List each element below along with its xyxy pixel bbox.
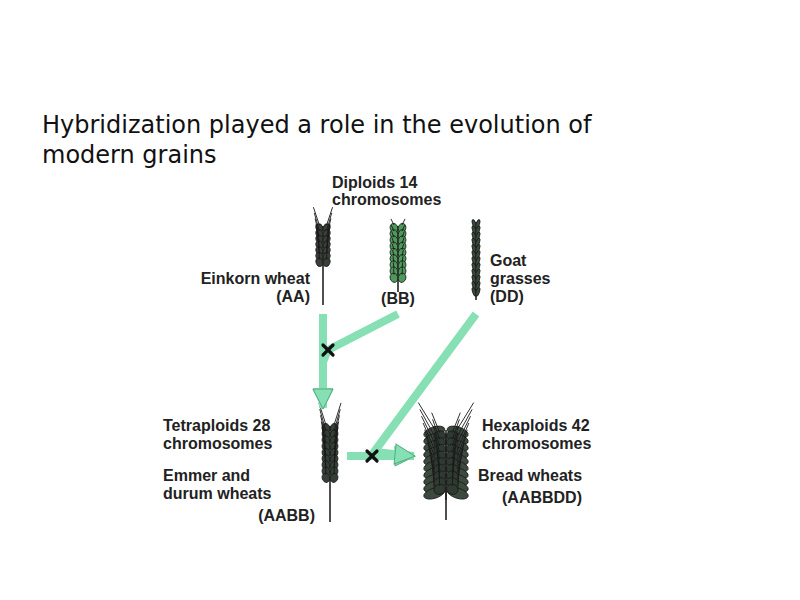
species-node: Tetraploids 28 chromosomesEmmer and duru…: [160, 405, 345, 525]
awn: [402, 244, 404, 250]
awn: [433, 426, 439, 446]
wheat-ear: [313, 207, 332, 305]
awn: [402, 238, 404, 244]
genome-label: (DD): [490, 288, 575, 306]
wheat-ear: [471, 219, 481, 300]
awn: [452, 419, 459, 439]
awn: [452, 426, 458, 446]
awn: [438, 466, 440, 486]
awn: [402, 262, 404, 268]
genome-label: (AABB): [163, 507, 315, 525]
awn: [458, 437, 466, 463]
cross-symbol: [367, 451, 377, 461]
awn: [393, 262, 395, 268]
awn: [402, 225, 405, 231]
cross-symbol: [323, 345, 333, 355]
hybridization-arrow: [323, 314, 398, 408]
cross-stroke: [367, 451, 377, 461]
species-node: Goat grasses(DD): [465, 210, 575, 310]
awn: [402, 219, 405, 225]
awn: [393, 256, 394, 262]
wheat-ear: [418, 403, 473, 520]
awn: [402, 250, 403, 256]
awn: [392, 231, 394, 237]
awn: [418, 403, 434, 429]
awn: [402, 269, 403, 275]
genome-label: Emmer and durum wheats: [163, 467, 278, 503]
wheat-ear: [389, 219, 407, 292]
awn: [393, 250, 394, 256]
species-name: Hexaploids 42 chromosomes: [482, 417, 632, 453]
cross-stroke: [323, 345, 333, 355]
awn: [391, 225, 394, 231]
species-name: Einkorn wheat: [185, 270, 310, 288]
species-name: Tetraploids 28 chromosomes: [163, 417, 313, 453]
awn: [402, 231, 404, 237]
awn: [334, 453, 336, 475]
awn: [392, 238, 394, 244]
slide-title: Hybridization played a role in the evolu…: [42, 110, 662, 170]
species-node: Einkorn wheat(AA): [185, 210, 340, 310]
genome-label: (AABBDD): [502, 489, 637, 507]
awn: [433, 419, 440, 439]
awn: [318, 241, 320, 259]
awn: [452, 413, 460, 433]
species-name: Goat grasses: [490, 252, 565, 288]
awn: [432, 413, 440, 433]
wheat-ear: [432, 413, 461, 500]
awn: [452, 466, 454, 486]
genome-label: (AA): [185, 288, 310, 306]
cross-stroke: [323, 345, 333, 355]
awn: [326, 241, 328, 259]
species-node: Hexaploids 42 chromosomesBread wheats (AA…: [412, 405, 637, 525]
species-node: (BB): [375, 210, 421, 310]
group-label: Diploids 14 chromosomes: [332, 174, 482, 208]
species-name: (BB): [375, 290, 421, 308]
awn: [325, 453, 327, 475]
awn: [393, 269, 394, 275]
wheat-ear: [319, 403, 341, 522]
spikelet: [475, 287, 481, 297]
awn: [426, 437, 434, 463]
genome-label: Bread wheats: [478, 467, 637, 485]
hybridization-arrow: [374, 314, 476, 456]
cross-stroke: [367, 451, 377, 461]
awn: [458, 403, 474, 429]
awn: [402, 256, 403, 262]
awn: [392, 244, 394, 250]
awn: [391, 219, 394, 225]
